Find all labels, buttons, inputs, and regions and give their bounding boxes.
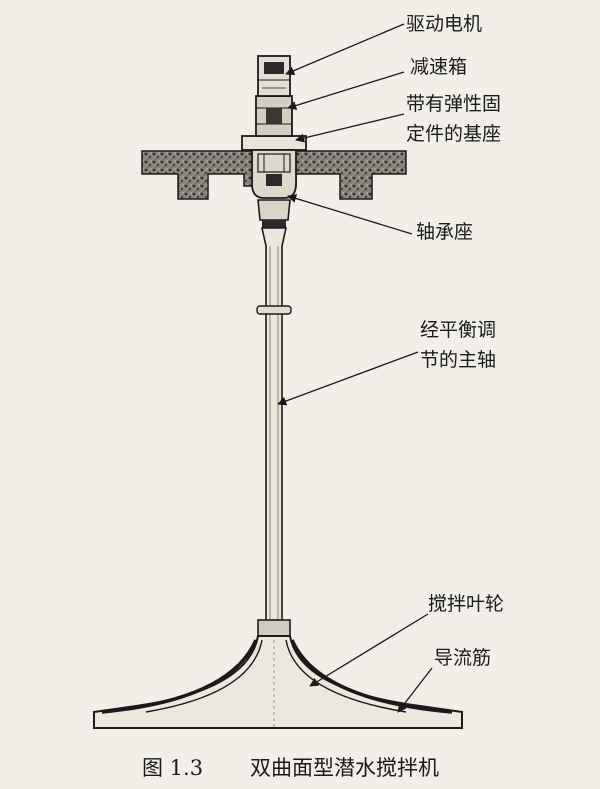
label-gearbox: 减速箱 [410,56,467,78]
label-shaft-line1: 经平衡调 [420,319,496,341]
gearbox [255,95,293,137]
label-flow-rib: 导流筋 [434,647,491,669]
gearbox-leader [287,71,405,110]
base-leader [295,113,405,143]
figure-number: 图 1.3 [142,756,203,780]
bearing-leader [287,194,413,235]
label-bearing-seat: 轴承座 [416,221,473,243]
label-drive-motor: 驱动电机 [406,13,482,35]
impeller-leader [309,613,429,687]
label-impeller: 搅拌叶轮 [428,593,504,615]
label-base-line1: 带有弹性固 [406,93,501,115]
figure-title: 双曲面型潜水搅拌机 [250,756,439,780]
mounting-base [241,135,307,199]
shaft-leader [277,351,419,406]
main-shaft [256,227,292,637]
bearing-seat [257,199,291,228]
label-shaft-line2: 节的主轴 [420,349,496,371]
label-base-line2: 定件的基座 [406,123,501,145]
rib-leader [397,667,433,713]
motor-leader [285,23,405,75]
hyperboloid-impeller [93,635,463,729]
drive-motor [257,55,291,97]
leader-lines [277,23,433,713]
